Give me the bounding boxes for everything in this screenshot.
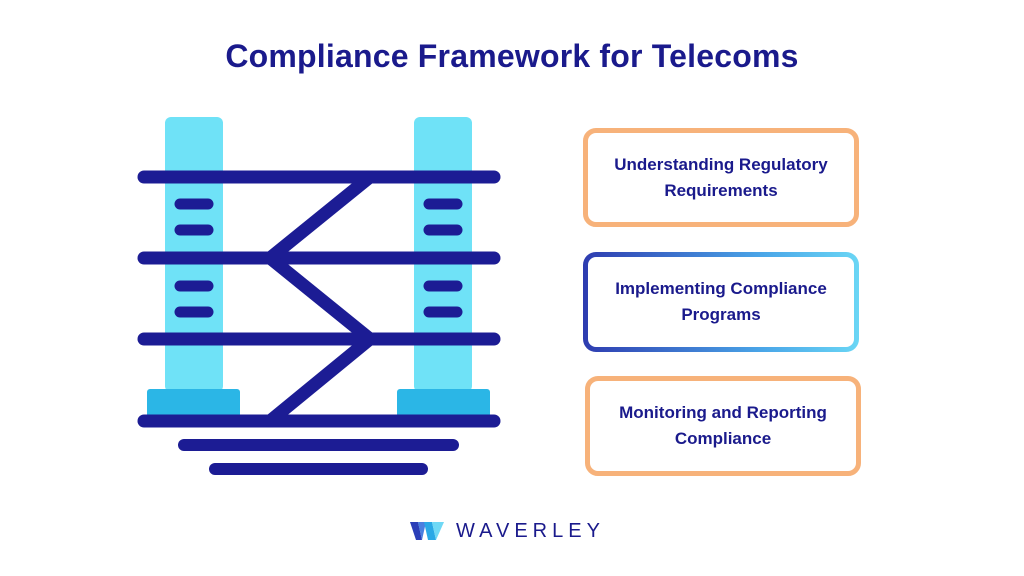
brand-name: WAVERLEY (456, 519, 605, 542)
left-pillar-base (147, 389, 240, 419)
step-understanding-box: Understanding Regulatory Requirements (583, 128, 859, 227)
brand-logo: WAVERLEY (410, 516, 605, 546)
page-title: Compliance Framework for Telecoms (225, 38, 799, 74)
right-pillar-base (397, 389, 490, 419)
zigzag-connector (263, 170, 377, 428)
step-label: Understanding Regulatory Requirements (614, 154, 828, 200)
step-monitoring-box: Monitoring and Reporting Compliance (585, 376, 861, 476)
step-label: Implementing Compliance Programs (615, 279, 827, 324)
waverley-w-logo-icon (410, 522, 444, 540)
step-implementing-box: Implementing Compliance Programs (583, 252, 859, 352)
framework-illustration (137, 117, 501, 475)
step-label: Monitoring and Reporting Compliance (619, 403, 827, 448)
